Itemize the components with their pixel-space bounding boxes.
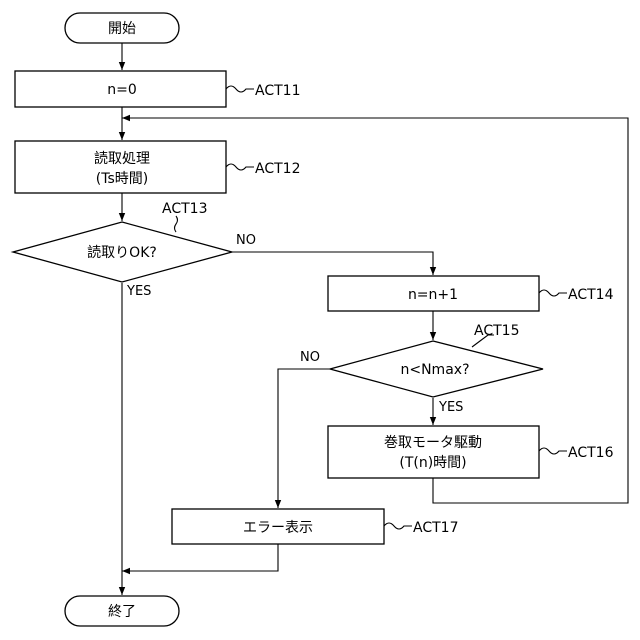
process-act17: エラー表示	[172, 509, 384, 544]
act14-text: n=n+1	[408, 287, 458, 303]
leader-act13	[175, 216, 178, 232]
step-label-act14: ACT14	[568, 287, 614, 303]
process-act16: 巻取モータ駆動 (T(n)時間)	[328, 426, 539, 478]
step-label-act15: ACT15	[474, 323, 519, 339]
start-terminal: 開始	[65, 13, 179, 43]
act16-text-line2: (T(n)時間)	[399, 455, 466, 471]
act15-text: n<Nmax?	[400, 362, 469, 378]
step-label-act16: ACT16	[568, 445, 614, 461]
process-act14: n=n+1	[328, 276, 539, 311]
end-label: 終了	[108, 604, 136, 620]
process-act12: 読取処理 (Ts時間)	[15, 141, 226, 193]
start-label: 開始	[108, 21, 136, 37]
arrow-act15-no-to-act17	[278, 369, 330, 508]
branch-label-act15-yes: YES	[438, 400, 463, 415]
leader-act16	[539, 448, 567, 454]
act11-text: n=0	[107, 82, 137, 98]
decision-act15: n<Nmax?	[330, 341, 543, 397]
act12-text-line1: 読取処理	[94, 150, 150, 167]
process-act11: n=0	[15, 71, 226, 107]
leader-act12	[226, 164, 254, 170]
step-label-act11: ACT11	[255, 83, 300, 99]
act12-text-line2: (Ts時間)	[96, 171, 148, 187]
act17-text: エラー表示	[243, 520, 313, 536]
act13-text: 読取りOK?	[87, 244, 157, 261]
step-label-act13: ACT13	[162, 201, 207, 217]
arrow-act17-to-end	[122, 544, 278, 571]
leader-act14	[539, 290, 567, 296]
step-label-act17: ACT17	[413, 520, 458, 536]
arrow-act13-no-to-act14	[232, 252, 433, 275]
decision-act13: 読取りOK?	[13, 222, 232, 282]
step-label-act12: ACT12	[255, 161, 300, 177]
leader-act11	[226, 86, 254, 92]
branch-label-act13-no: NO	[236, 233, 256, 248]
branch-label-act15-no: NO	[300, 350, 320, 365]
act16-text-line1: 巻取モータ駆動	[384, 435, 482, 451]
leader-act17	[384, 523, 412, 529]
end-terminal: 終了	[65, 596, 179, 626]
branch-label-act13-yes: YES	[126, 284, 151, 299]
